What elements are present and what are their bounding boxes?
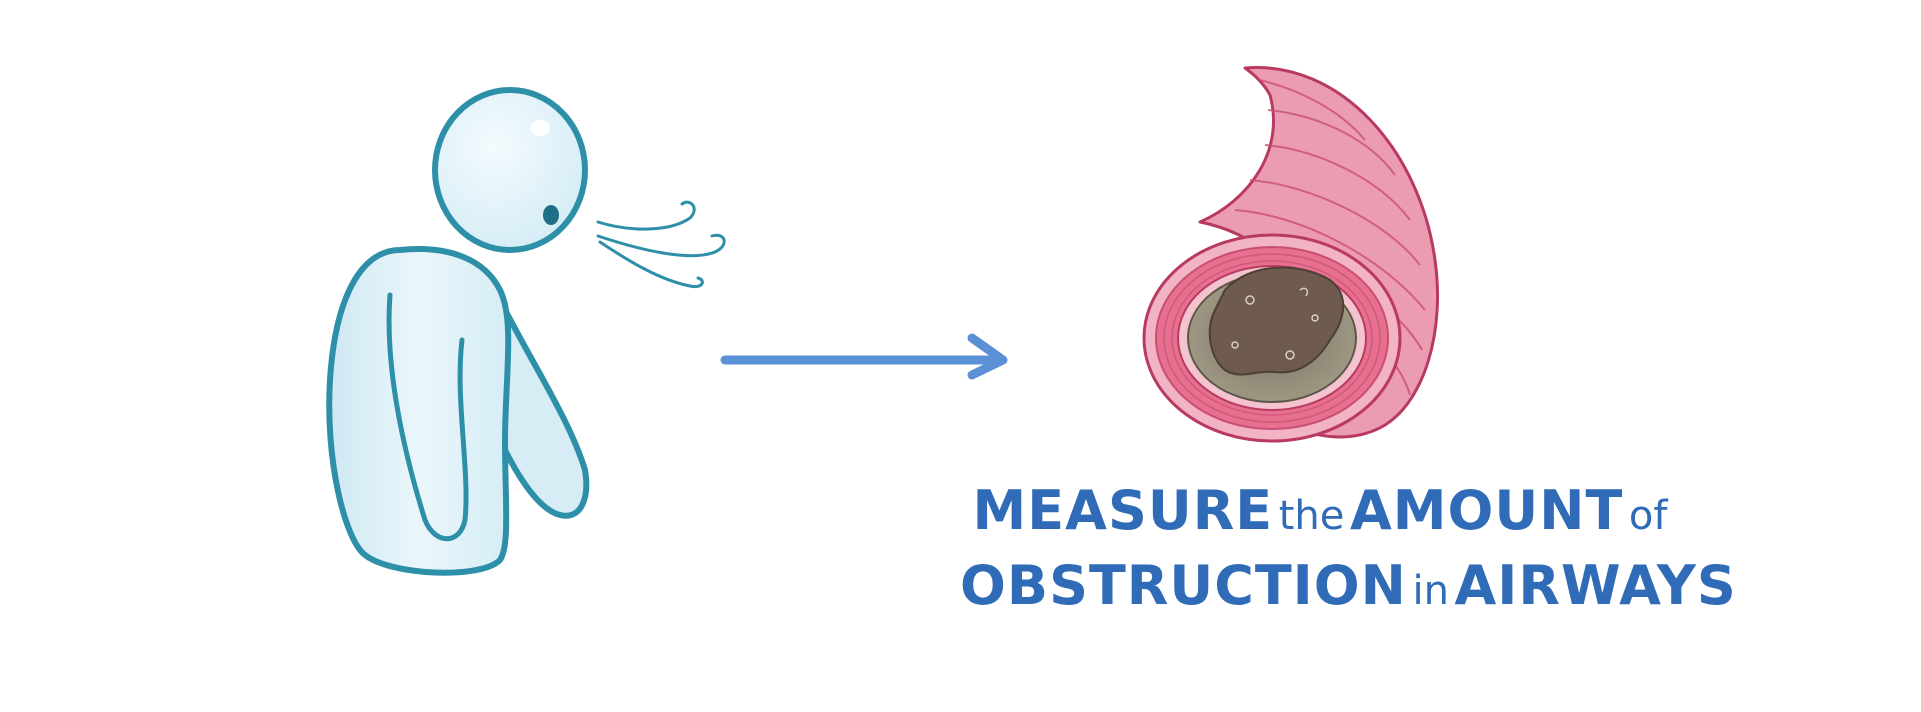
caption-the: the (1278, 493, 1345, 539)
caption-line-1: MEASURE the AMOUNT of (960, 480, 1680, 555)
arrow-right-icon (720, 333, 1008, 380)
airway-muscle-lines (1163, 253, 1381, 423)
person-arm-back (497, 297, 590, 519)
person-body-contour (386, 292, 469, 542)
caption-in: in (1412, 568, 1449, 614)
airway-cross-section-icon (1142, 66, 1439, 443)
caption-obstruction: OBSTRUCTION (960, 554, 1407, 617)
person-body (326, 246, 512, 576)
mucus-bubbles (1231, 287, 1319, 360)
caption-of: of (1628, 493, 1668, 539)
mucus-plug-inner (1208, 266, 1345, 376)
person-exhaling-icon (326, 87, 590, 576)
person-mouth (543, 205, 559, 225)
caption-amount: AMOUNT (1349, 479, 1624, 542)
caption: MEASURE the AMOUNT of OBSTRUCTION in AIR… (960, 480, 1736, 630)
person-head (432, 87, 588, 253)
breath-icon (596, 200, 726, 289)
caption-measure: MEASURE (972, 479, 1274, 542)
caption-line-2: OBSTRUCTION in AIRWAYS (960, 554, 1736, 630)
person-head-highlight (530, 120, 550, 136)
caption-airways: AIRWAYS (1454, 554, 1737, 617)
